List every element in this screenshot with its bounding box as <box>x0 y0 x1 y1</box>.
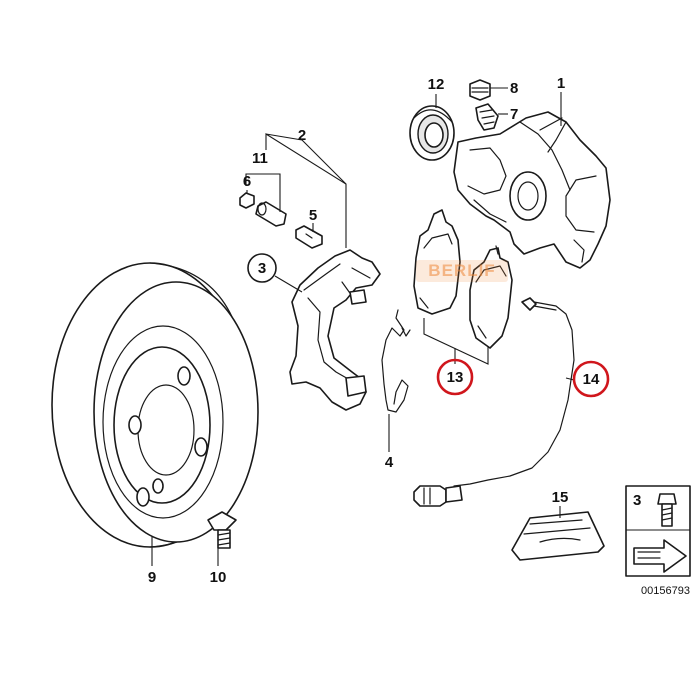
callout-9: 9 <box>148 569 156 586</box>
brake-disc <box>51 262 259 548</box>
legend-box <box>625 485 691 577</box>
diagram-code: 00156793 <box>641 585 690 597</box>
callout-1: 1 <box>557 75 565 92</box>
brake-caliper <box>453 111 611 269</box>
callout-3-circle <box>247 253 277 283</box>
disc-screw <box>207 511 237 549</box>
bleed-valve <box>469 79 499 131</box>
watermark-text: BERLIF <box>428 261 495 280</box>
callout-3: 3 <box>258 260 266 277</box>
callout-15: 15 <box>552 489 569 506</box>
callout-4: 4 <box>385 454 394 471</box>
callout-5: 5 <box>309 207 317 224</box>
piston-seal <box>409 105 455 161</box>
callout-7: 7 <box>510 106 518 123</box>
callout-8: 8 <box>510 80 518 97</box>
callout-14-highlight-ring <box>572 360 610 398</box>
callout-11: 11 <box>252 150 268 167</box>
wear-sensor <box>413 297 575 507</box>
callout-2: 2 <box>298 127 306 144</box>
anti-rattle-spring <box>381 309 411 413</box>
callout-13-highlight-ring <box>436 358 474 396</box>
legend-number: 3 <box>633 492 641 509</box>
watermark-glow <box>416 260 508 282</box>
leader-lines <box>151 87 575 566</box>
paste-sachet <box>511 511 605 561</box>
callout-6: 6 <box>243 173 251 190</box>
brake-pads <box>413 209 513 349</box>
callout-12: 12 <box>428 76 445 93</box>
guide-bolts <box>239 192 323 249</box>
callout-13: 13 <box>447 369 464 386</box>
callout-10: 10 <box>210 569 227 586</box>
callout-14: 14 <box>583 371 600 388</box>
caliper-carrier <box>289 249 381 411</box>
